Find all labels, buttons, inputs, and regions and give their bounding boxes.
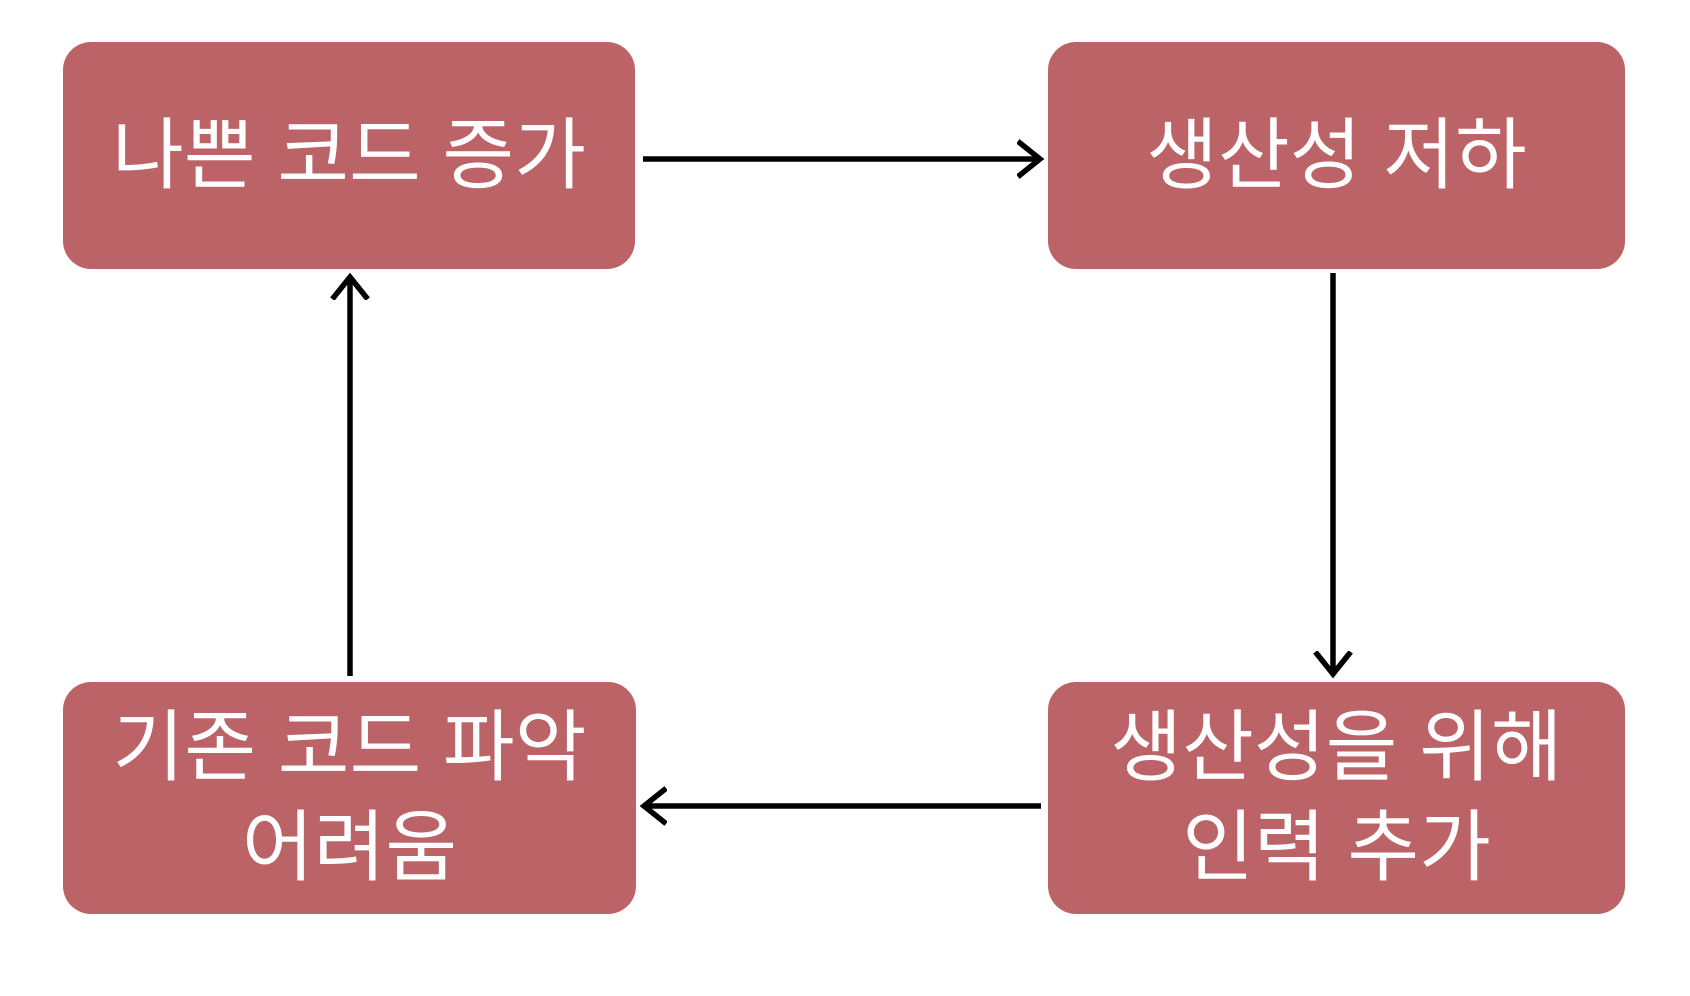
node-existing-code-hard: 기존 코드 파악 어려움: [63, 682, 636, 914]
node-add-manpower: 생산성을 위해 인력 추가: [1048, 682, 1625, 914]
node-bad-code-increase: 나쁜 코드 증가: [63, 42, 635, 269]
node-productivity-decline: 생산성 저하: [1048, 42, 1625, 269]
